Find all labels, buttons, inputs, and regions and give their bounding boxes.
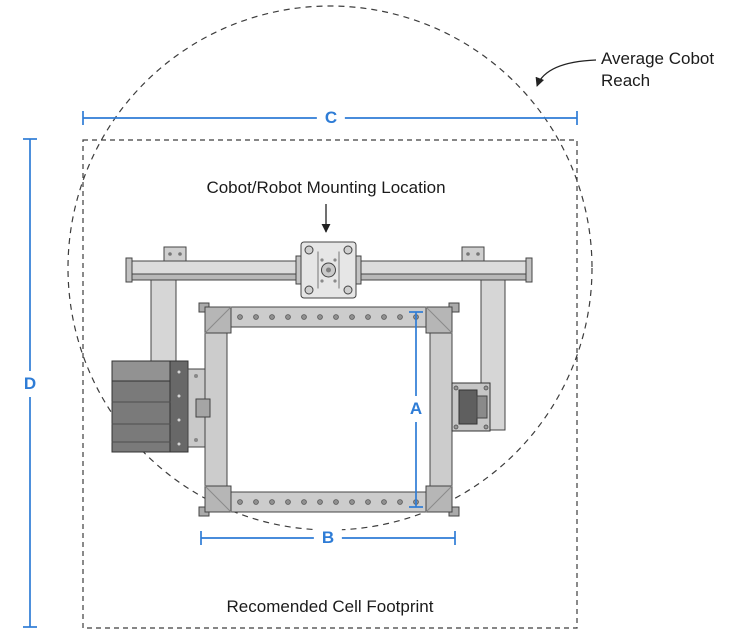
average-cobot-reach-label: Average Cobot Reach — [601, 48, 714, 93]
dimension-label-a: A — [406, 396, 426, 422]
mounting-location-label: Cobot/Robot Mounting Location — [206, 178, 446, 197]
left-drive-motor — [111, 360, 211, 453]
right-tailstock-motor — [451, 382, 491, 432]
beam-bracket-right — [461, 246, 485, 262]
cell-footprint-label: Recomended Cell Footprint — [226, 597, 434, 616]
machine-assembly — [111, 241, 533, 517]
trunnion-frame — [198, 302, 460, 517]
average-cobot-reach-line2: Reach — [601, 71, 651, 91]
dimension-label-d: D — [20, 371, 40, 397]
beam-bracket-left — [163, 246, 187, 262]
dimension-label-b: B — [313, 528, 343, 548]
right-column — [480, 279, 506, 431]
cobot-reach-leader-arrow — [535, 59, 597, 87]
cobot-mounting-plate — [295, 241, 362, 299]
dimension-label-c: C — [316, 108, 346, 128]
frame-bolt-holes-bottom — [237, 499, 419, 505]
frame-bolt-holes-top — [237, 314, 419, 320]
average-cobot-reach-line1: Average Cobot — [601, 49, 715, 68]
cell-footprint-outline — [82, 139, 578, 629]
